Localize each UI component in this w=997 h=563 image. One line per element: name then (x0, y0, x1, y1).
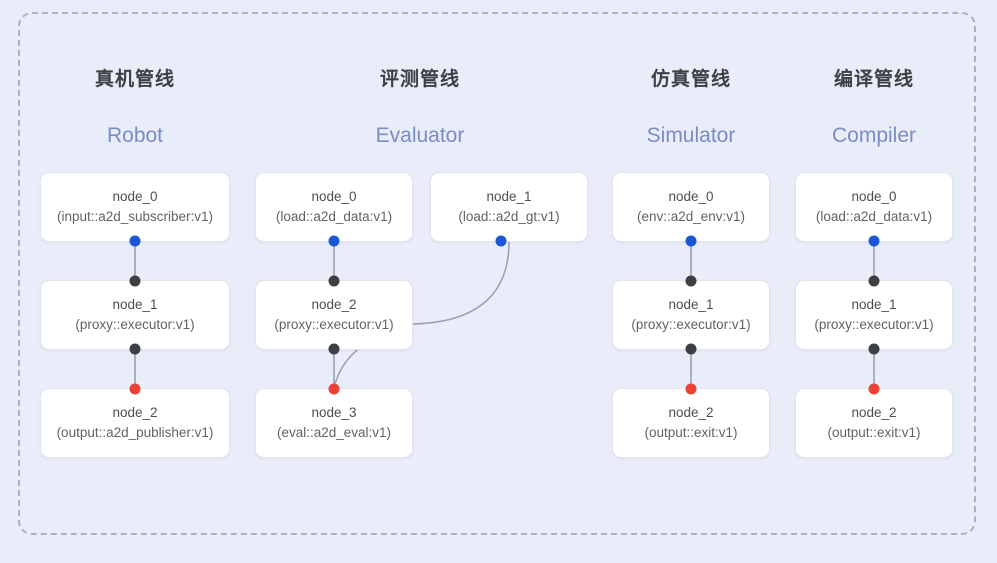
node-label: node_0 (311, 188, 357, 204)
column-title-en-robot: Robot (106, 124, 164, 147)
node-label: node_3 (311, 404, 357, 420)
node-label: node_0 (668, 188, 714, 204)
port-output-blue[interactable] (129, 235, 141, 247)
node-simulator-1[interactable]: node_1 (proxy::executor:v1) (612, 275, 770, 355)
node-compiler-2[interactable]: node_2 (output::exit:v1) (795, 383, 953, 458)
port-output-black[interactable] (868, 343, 880, 355)
node-type: (proxy::executor:v1) (75, 316, 195, 332)
port-output-black[interactable] (685, 343, 697, 355)
node-simulator-0[interactable]: node_0 (env::a2d_env:v1) (612, 172, 770, 247)
port-output-black[interactable] (129, 343, 141, 355)
column-title-en-simulator: Simulator (646, 124, 736, 147)
column-title-cn-simulator: 仿真管线 (650, 69, 731, 90)
node-evaluator-2[interactable]: node_2 (proxy::executor:v1) (255, 275, 413, 355)
column-title-en-evaluator: Evaluator (375, 124, 465, 147)
node-robot-0[interactable]: node_0 (input::a2d_subscriber:v1) (40, 172, 230, 247)
node-type: (proxy::executor:v1) (814, 316, 934, 332)
node-label: node_1 (486, 188, 532, 204)
column-title-cn-compiler: 编译管线 (833, 69, 914, 90)
node-type: (load::a2d_data:v1) (815, 208, 933, 224)
node-type: (output::exit:v1) (827, 424, 921, 440)
edge-eval-gt-to-executor (411, 241, 510, 325)
node-label: node_1 (851, 296, 897, 312)
port-output-blue[interactable] (495, 235, 507, 247)
port-input-black[interactable] (129, 275, 141, 287)
node-compiler-0[interactable]: node_0 (load::a2d_data:v1) (795, 172, 953, 247)
node-label: node_2 (112, 404, 158, 420)
node-label: node_0 (112, 188, 158, 204)
node-robot-2[interactable]: node_2 (output::a2d_publisher:v1) (40, 383, 230, 458)
port-input-red[interactable] (129, 383, 141, 395)
node-label: node_2 (311, 296, 357, 312)
node-compiler-1[interactable]: node_1 (proxy::executor:v1) (795, 275, 953, 355)
port-input-black[interactable] (685, 275, 697, 287)
node-label: node_1 (112, 296, 158, 312)
port-output-blue[interactable] (685, 235, 697, 247)
node-evaluator-0[interactable]: node_0 (load::a2d_data:v1) (255, 172, 413, 247)
node-robot-1[interactable]: node_1 (proxy::executor:v1) (40, 275, 230, 355)
node-type: (proxy::executor:v1) (631, 316, 751, 332)
node-label: node_0 (851, 188, 897, 204)
port-output-blue[interactable] (328, 235, 340, 247)
node-type: (output::a2d_publisher:v1) (56, 424, 214, 440)
port-input-red[interactable] (685, 383, 697, 395)
node-type: (load::a2d_data:v1) (275, 208, 393, 224)
node-type: (env::a2d_env:v1) (636, 208, 746, 224)
port-input-black[interactable] (868, 275, 880, 287)
port-input-red[interactable] (868, 383, 880, 395)
node-type: (eval::a2d_eval:v1) (276, 424, 392, 440)
column-title-en-compiler: Compiler (831, 124, 917, 147)
column-title-cn-robot: 真机管线 (94, 69, 175, 90)
column-title-cn-evaluator: 评测管线 (379, 69, 460, 90)
port-output-blue[interactable] (868, 235, 880, 247)
node-type: (input::a2d_subscriber:v1) (56, 208, 214, 224)
node-label: node_1 (668, 296, 714, 312)
node-evaluator-1[interactable]: node_1 (load::a2d_gt:v1) (430, 172, 588, 247)
port-input-red[interactable] (328, 383, 340, 395)
port-input-black[interactable] (328, 275, 340, 287)
node-type: (proxy::executor:v1) (274, 316, 394, 332)
node-label: node_2 (851, 404, 897, 420)
node-label: node_2 (668, 404, 714, 420)
node-type: (output::exit:v1) (644, 424, 738, 440)
node-type: (load::a2d_gt:v1) (458, 208, 560, 224)
node-evaluator-3[interactable]: node_3 (eval::a2d_eval:v1) (255, 383, 413, 458)
node-simulator-2[interactable]: node_2 (output::exit:v1) (612, 383, 770, 458)
port-output-black[interactable] (328, 343, 340, 355)
